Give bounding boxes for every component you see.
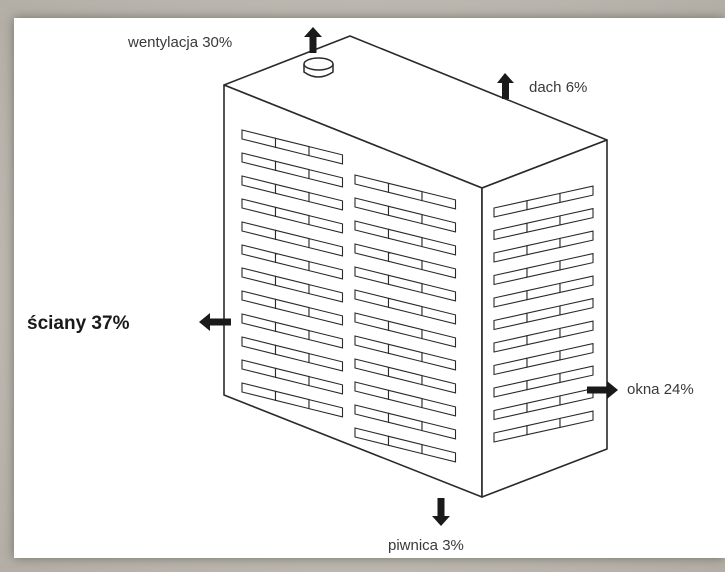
arrow-icon-roof [497, 73, 514, 99]
window-pane [559, 365, 594, 384]
window-pane [421, 443, 457, 463]
window-pane [308, 191, 344, 211]
window-pane [421, 374, 457, 394]
window-pane [421, 236, 457, 256]
label-walls: ściany 37% [27, 313, 130, 334]
window-pane [421, 190, 457, 210]
window-pane [308, 237, 344, 257]
window-pane [421, 351, 457, 371]
label-ventilation: wentylacja 30% [128, 34, 233, 51]
arrow-icon-basement [432, 498, 450, 526]
heat-loss-arrows [199, 27, 618, 526]
window-pane [421, 305, 457, 325]
window-pane [421, 397, 457, 417]
window-pane [308, 329, 344, 349]
window-pane [559, 185, 594, 204]
window-pane [308, 375, 344, 395]
window-pane [559, 230, 594, 249]
arrow-icon-walls [199, 313, 231, 331]
window-pane [559, 342, 594, 361]
window-pane [421, 282, 457, 302]
window-pane [559, 410, 594, 429]
window-pane [559, 252, 594, 271]
window-pane [308, 398, 344, 418]
window-pane [559, 275, 594, 294]
window-pane [308, 145, 344, 165]
window-pane [421, 420, 457, 440]
window-pane [308, 352, 344, 372]
arrow-icon-ventilation [304, 27, 322, 53]
window-pane [308, 214, 344, 234]
window-pane [308, 283, 344, 303]
label-roof: dach 6% [529, 79, 588, 96]
window-pane [308, 260, 344, 280]
ventilation-unit-icon [303, 57, 334, 78]
arrow-icon-windows [587, 381, 618, 399]
window-pane [421, 259, 457, 279]
window-pane [421, 213, 457, 233]
label-basement: piwnica 3% [388, 537, 464, 554]
window-grid [241, 129, 594, 463]
window-pane [559, 320, 594, 339]
window-pane [559, 297, 594, 316]
window-pane [308, 168, 344, 188]
label-windows: okna 24% [627, 381, 694, 398]
window-pane [421, 328, 457, 348]
window-pane [559, 207, 594, 226]
window-pane [559, 387, 594, 406]
window-pane [308, 306, 344, 326]
